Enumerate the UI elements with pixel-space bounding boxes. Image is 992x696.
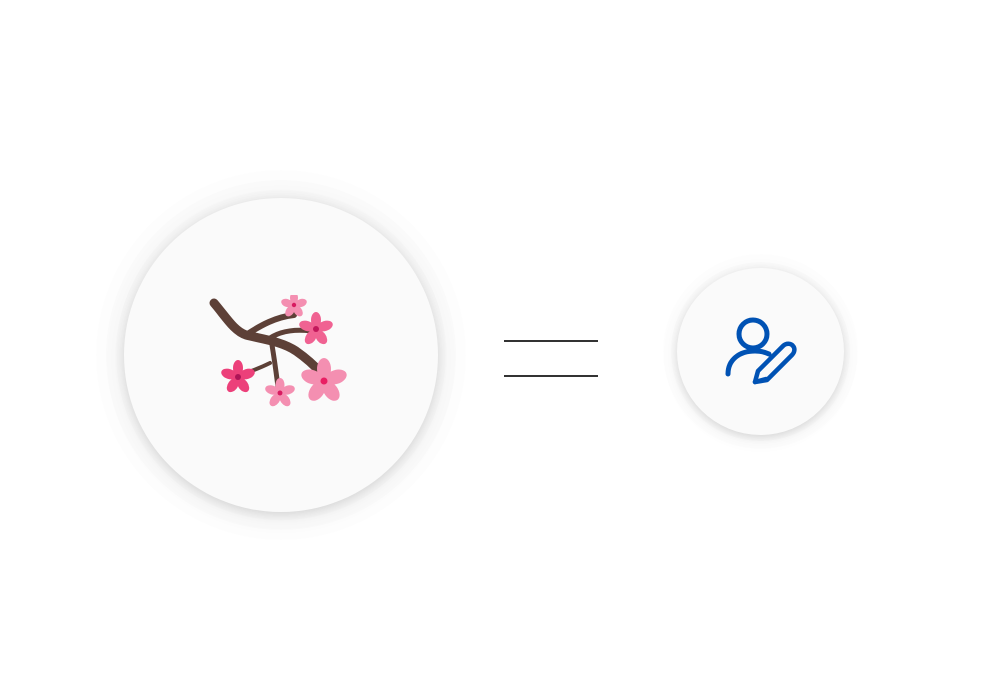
- cherry-blossom-icon: [209, 295, 347, 407]
- equals-top-line: [504, 340, 598, 342]
- equals-icon: [504, 340, 598, 378]
- cherry-blossom-badge: [124, 198, 438, 512]
- user-edit-icon: [725, 317, 797, 384]
- user-edit-badge: [677, 268, 844, 435]
- equals-bottom-line: [504, 375, 598, 377]
